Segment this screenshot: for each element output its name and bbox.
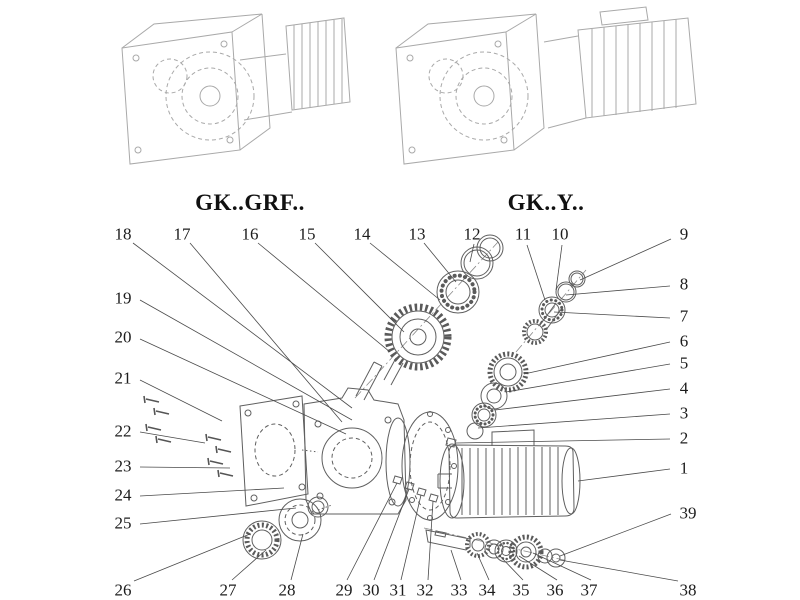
input-pinion-stack [522,270,586,345]
mounting-screws-upper [143,395,172,444]
part-number-26: 26 [114,580,132,600]
part-number-24: 24 [114,485,132,505]
part-number-1: 1 [679,458,689,478]
part-number-27: 27 [219,580,237,600]
part-number-22: 22 [114,421,132,441]
part-number-39: 39 [679,503,697,523]
motor-mounting-fasteners [392,475,439,503]
model-label-gkgrf: GK..GRF.. [195,190,305,215]
part-number-13: 13 [408,224,426,244]
output-gear-stack [383,234,504,386]
part-number-18: 18 [114,224,132,244]
intermediate-gear [487,351,529,393]
part-number-33: 33 [450,580,468,600]
part-number-5: 5 [679,353,689,373]
part-number-34: 34 [478,580,496,600]
part-number-25: 25 [114,513,132,533]
intermediate-gear-parts [466,351,529,440]
part-number-15: 15 [298,224,316,244]
part-number-31: 31 [389,580,407,600]
bearing-large [436,270,480,314]
motor-terminal-box [599,6,649,26]
gear-housing [301,361,411,515]
motor-outline [577,17,697,119]
leader-lines [132,238,679,582]
part-number-20: 20 [114,327,132,347]
part-number-38: 38 [679,580,697,600]
part-number-29: 29 [335,580,353,600]
rear-cover-plate [239,395,309,507]
part-number-14: 14 [353,224,371,244]
part-number-23: 23 [114,456,132,476]
part-number-17: 17 [173,224,191,244]
mounting-screws-lower [205,433,234,478]
assembly-view-gkgrf [121,13,351,165]
bearing-mid [471,402,497,428]
part-number-12: 12 [463,224,481,244]
large-gear [384,303,452,371]
part-number-8: 8 [679,274,689,294]
bearing-cover-group [242,496,329,560]
part-number-11: 11 [514,224,532,244]
part-number-6: 6 [679,331,689,351]
part-number-19: 19 [114,288,132,308]
part-number-10: 10 [551,224,569,244]
part-number-9: 9 [679,224,689,244]
exploded-view-drawing [143,234,587,570]
bearing-small [538,296,566,324]
part-number-3: 3 [679,403,689,423]
assembly-view-gky [395,6,697,165]
seal-ring [476,234,504,262]
model-label-gky: GK..Y.. [507,190,585,215]
part-number-7: 7 [679,306,689,326]
motor-terminal-box-exploded [491,429,535,446]
part-number-30: 30 [362,580,380,600]
output-shaft [425,529,471,551]
retaining-ring [460,246,494,280]
motor-fan-cover [561,447,581,515]
part-number-28: 28 [278,580,296,600]
adapter-flange [401,411,459,521]
part-number-4: 4 [679,378,689,398]
part-number-32: 32 [416,580,434,600]
part-number-21: 21 [114,368,132,388]
part-number-16: 16 [241,224,259,244]
part-number-2: 2 [679,428,689,448]
electric-motor [437,429,581,519]
part-number-35: 35 [512,580,530,600]
motor-flange [439,443,465,519]
part-number-37: 37 [580,580,598,600]
part-number-36: 36 [546,580,564,600]
pinion-gear [522,319,548,345]
output-shaft-group [425,529,566,570]
